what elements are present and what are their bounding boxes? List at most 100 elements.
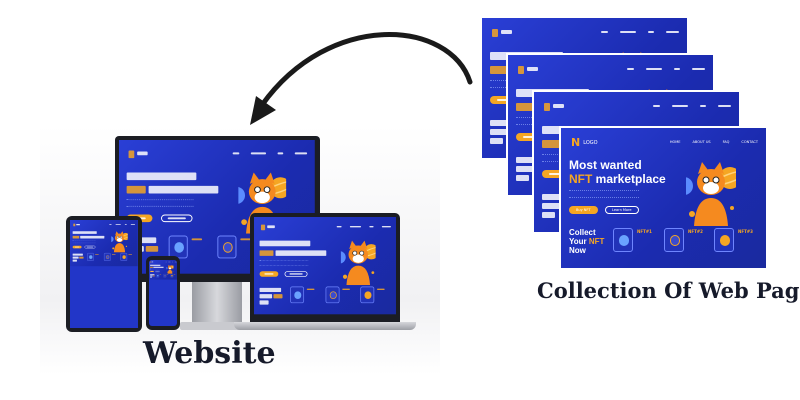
nav-faq <box>647 30 654 34</box>
tablet <box>66 216 142 332</box>
text-placeholder-bar <box>518 66 525 74</box>
nft-card-3 <box>714 228 734 252</box>
nft-card-2-label <box>166 274 169 275</box>
text-placeholder-bar <box>381 225 391 228</box>
nav-about <box>620 30 636 34</box>
text-placeholder-bar <box>115 224 121 226</box>
logo <box>492 26 513 39</box>
text-placeholder-bar <box>260 224 266 231</box>
hero-subtext <box>72 240 96 244</box>
headline-line-2 <box>80 235 105 240</box>
text-placeholder-bar <box>492 29 499 37</box>
collect-line-3 <box>516 173 530 182</box>
nav-home: HOME <box>669 140 681 144</box>
nav-menu <box>232 151 308 155</box>
text-placeholder-bar <box>626 67 635 71</box>
headline-line-1 <box>126 169 196 182</box>
website-label: Website <box>143 336 276 371</box>
nav-menu <box>109 224 136 226</box>
text-placeholder-bar <box>72 235 80 239</box>
collect-heading <box>150 274 155 278</box>
text-placeholder-bar <box>523 135 537 139</box>
headline-line-2 <box>275 248 327 258</box>
text-placeholder-bar <box>542 203 560 209</box>
text-placeholder-bar <box>167 217 187 220</box>
nav-about <box>672 104 688 108</box>
webpage-mockup <box>149 260 177 280</box>
nav-contact <box>130 224 136 226</box>
text-placeholder-bar <box>191 237 203 241</box>
text-placeholder-bar <box>153 266 164 268</box>
text-placeholder-bar <box>717 104 731 108</box>
fox-astronaut-illustration <box>686 162 736 226</box>
text-placeholder-bar <box>527 67 539 71</box>
text-placeholder-bar <box>148 185 219 194</box>
learn-more-button: Learn More <box>605 206 639 214</box>
collect-accent <box>273 293 283 299</box>
text-placeholder-bar <box>516 175 530 181</box>
nft-card-2 <box>163 274 167 278</box>
text-placeholder-bar <box>259 240 311 247</box>
logo <box>150 261 154 263</box>
text-placeholder-bar <box>72 231 97 234</box>
logo-mark <box>73 223 76 227</box>
text-placeholder-bar <box>72 256 79 259</box>
text-placeholder-bar <box>126 185 146 194</box>
text-placeholder-bar <box>377 288 385 291</box>
text-placeholder-bar <box>516 102 536 112</box>
hero-headline <box>72 230 105 240</box>
collect-line-2 <box>259 293 272 299</box>
text-placeholder-bar <box>150 275 153 277</box>
text-placeholder-bar <box>620 30 636 34</box>
text-placeholder-bar <box>273 294 283 299</box>
collect-heading <box>72 253 84 262</box>
nav-menu <box>336 225 391 228</box>
text-placeholder-bar <box>76 224 80 226</box>
text-placeholder-bar <box>497 98 511 102</box>
text-placeholder-bar <box>128 253 133 255</box>
headline-line-2 <box>153 266 164 268</box>
nav-menu <box>165 261 177 263</box>
text-placeholder-bar <box>145 246 159 252</box>
logo <box>128 148 148 160</box>
text-placeholder-bar <box>264 273 274 275</box>
nft-card-2 <box>325 286 340 304</box>
logo-mark <box>128 148 135 160</box>
logo-mark <box>492 26 499 39</box>
nav-about <box>168 261 171 263</box>
hero-subtext <box>259 260 309 266</box>
buy-nft-button <box>516 133 544 141</box>
logo-text <box>553 104 565 110</box>
nav-faq <box>369 225 374 228</box>
text-placeholder-bar <box>152 275 155 277</box>
text-placeholder-bar <box>646 67 662 71</box>
logo-text <box>151 261 154 263</box>
headline-line-2 <box>148 182 219 195</box>
text-placeholder-bar <box>79 256 84 259</box>
text-placeholder-bar <box>289 273 303 275</box>
headline-line-2: marketplace <box>595 172 666 186</box>
headline-accent <box>72 235 80 240</box>
text-placeholder-bar <box>232 152 240 155</box>
nav-faq <box>673 67 680 71</box>
headline-accent <box>490 62 510 76</box>
text-placeholder-bar <box>259 294 272 299</box>
text-placeholder-bar <box>673 67 680 71</box>
headline-accent <box>259 248 274 258</box>
text-placeholder-bar <box>490 65 510 75</box>
headline-accent <box>126 182 146 195</box>
hero-subtext <box>150 268 160 270</box>
collect-line-3: Now <box>569 246 586 255</box>
nav-home <box>626 67 635 71</box>
nav-about <box>646 67 662 71</box>
logo-text <box>267 225 275 229</box>
headline-line-1: Most wanted <box>569 158 642 172</box>
text-placeholder-bar <box>501 30 513 34</box>
hero-headline <box>259 238 327 258</box>
nft-card-1-label <box>95 253 99 255</box>
laptop-screen <box>254 217 396 319</box>
collect-accent <box>79 256 84 259</box>
